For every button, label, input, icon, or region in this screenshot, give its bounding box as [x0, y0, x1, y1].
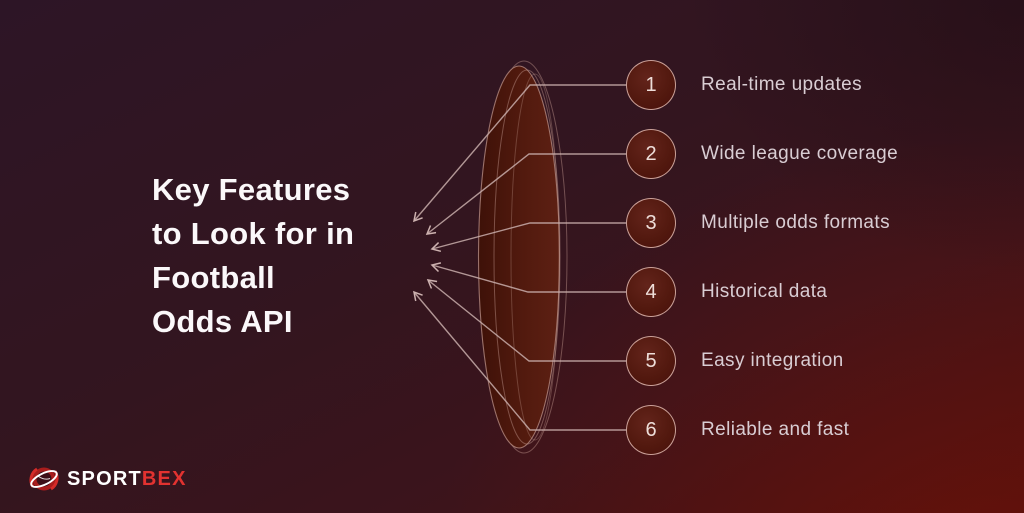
brand-name-bex: BEX — [141, 467, 187, 490]
feature-label: Wide league coverage — [701, 143, 899, 164]
feature-label: Real-time updates — [701, 74, 862, 95]
feature-number-badge: 3 — [626, 198, 676, 248]
feature-label: Multiple odds formats — [701, 212, 890, 233]
feature-row-1: 1 Real-time updates — [626, 60, 862, 110]
feature-row-4: 4 Historical data — [626, 267, 827, 317]
feature-number-badge: 1 — [626, 60, 676, 110]
connector-line-2 — [427, 153, 627, 234]
feature-number-badge: 6 — [626, 405, 676, 455]
feature-number-badge: 2 — [626, 129, 676, 179]
feature-number-badge: 5 — [626, 336, 676, 386]
sportbex-globe-icon — [29, 467, 59, 491]
title-line: Football — [152, 260, 275, 295]
feature-row-6: 6 Reliable and fast — [626, 405, 849, 455]
feature-row-3: 3 Multiple odds formats — [626, 198, 890, 248]
feature-label: Reliable and fast — [701, 419, 850, 440]
connector-line-4 — [432, 265, 627, 293]
feature-number: 5 — [645, 349, 657, 372]
connector-line-5 — [428, 280, 627, 362]
brand-name: SPORTBEX — [67, 468, 187, 491]
page-title: Key Features to Look for in Football Odd… — [152, 168, 354, 344]
connector-line-6 — [414, 292, 627, 431]
feature-number: 3 — [645, 211, 657, 234]
feature-number: 2 — [645, 142, 657, 165]
title-line: to Look for in — [152, 216, 355, 251]
feature-label: Easy integration — [701, 350, 844, 371]
football-lens-shape — [477, 60, 568, 454]
title-line: Key Features — [152, 172, 351, 207]
connector-line-3 — [432, 222, 627, 249]
brand-logo: SPORTBEX — [28, 463, 187, 495]
feature-number: 1 — [645, 73, 657, 96]
feature-label: Historical data — [701, 281, 828, 302]
feature-number-badge: 4 — [626, 267, 676, 317]
title-line: Odds API — [152, 304, 293, 339]
feature-number: 6 — [645, 418, 657, 441]
connector-lines — [414, 84, 627, 431]
feature-row-2: 2 Wide league coverage — [626, 129, 898, 179]
feature-row-5: 5 Easy integration — [626, 336, 844, 386]
connector-line-1 — [414, 84, 627, 221]
brand-name-sport: SPORT — [67, 467, 142, 490]
feature-number: 4 — [645, 280, 657, 303]
